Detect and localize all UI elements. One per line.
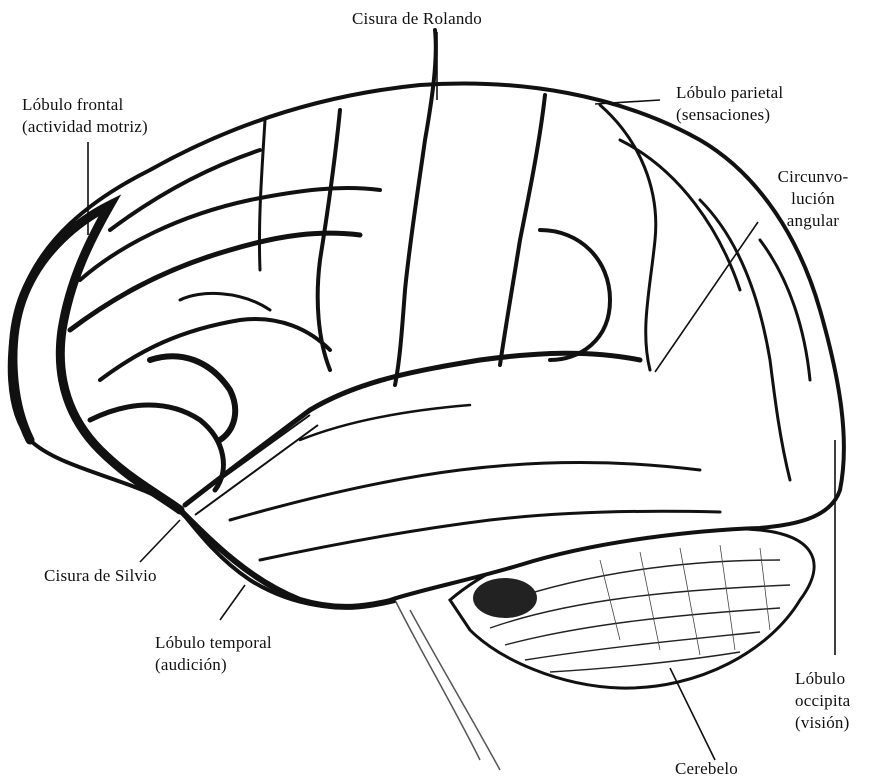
label-cisura-rolando: Cisura de Rolando [352,8,482,30]
label-lobulo-parietal: Lóbulo parietal (sensaciones) [676,82,783,126]
label-lobulo-parietal-line2: (sensaciones) [676,104,783,126]
label-lobulo-temporal: Lóbulo temporal (audición) [155,632,272,676]
label-circunvolucion-angular-line3: angular [758,210,868,232]
label-cisura-silvio-text: Cisura de Silvio [44,565,157,587]
label-circunvolucion-angular: Circunvo- lución angular [758,166,868,232]
label-lobulo-frontal-line1: Lóbulo frontal [22,94,148,116]
label-lobulo-temporal-line2: (audición) [155,654,272,676]
label-cerebelo-text: Cerebelo [675,758,738,780]
label-lobulo-temporal-line1: Lóbulo temporal [155,632,272,654]
label-lobulo-frontal-line2: (actividad motriz) [22,116,148,138]
label-cerebelo: Cerebelo [675,758,738,780]
label-circunvolucion-angular-line1: Circunvo- [758,166,868,188]
label-circunvolucion-angular-line2: lución [758,188,868,210]
label-lobulo-occipital-line3: (visión) [795,712,850,734]
label-lobulo-frontal: Lóbulo frontal (actividad motriz) [22,94,148,138]
label-lobulo-occipital-line1: Lóbulo [795,668,850,690]
label-cisura-rolando-text: Cisura de Rolando [352,8,482,30]
label-cisura-silvio: Cisura de Silvio [44,565,157,587]
label-lobulo-occipital-line2: occipita [795,690,850,712]
label-lobulo-parietal-line1: Lóbulo parietal [676,82,783,104]
label-lobulo-occipital: Lóbulo occipita (visión) [795,668,850,734]
